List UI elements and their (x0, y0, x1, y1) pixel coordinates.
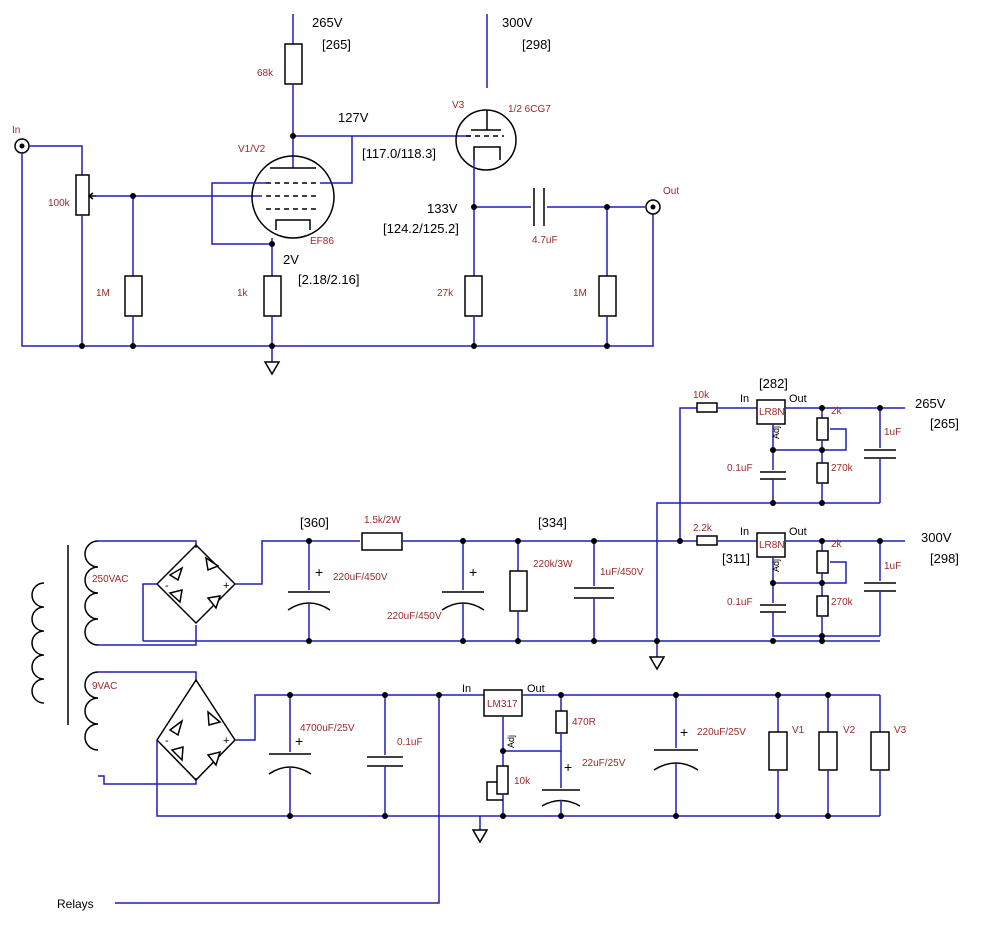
b-plus-300-measured: [298] (522, 37, 551, 52)
reg2-out-label: Out (789, 526, 807, 538)
lm317-part-label: LM317 (487, 699, 518, 710)
hv-cap1-label: 220uF/450V (333, 572, 388, 583)
reg1-adj-label: Adj (771, 426, 781, 439)
output-label: Out (663, 186, 679, 197)
rectifier-voltage-measured: [360] (300, 515, 329, 530)
heater-v2-label: V2 (843, 725, 856, 736)
heater-supply: -+ + + + 9VAC 4700uF/25 (57, 671, 907, 911)
reg2-in-label: In (740, 526, 749, 538)
tube-v1v2-label: V1/V2 (238, 144, 266, 155)
plate-voltage-measured: [117.0/118.3] (362, 146, 436, 161)
lv-cap1-label: 4700uF/25V (300, 723, 355, 734)
tube-6cg7-label: 1/2 6CG7 (508, 104, 551, 115)
heater-v1-label: V1 (792, 725, 805, 736)
input-label: In (12, 125, 20, 136)
hv-cap2-label: 220uF/450V (387, 611, 442, 622)
reg1-output-measured: [265] (930, 416, 959, 431)
svg-text:+: + (315, 564, 323, 580)
reg1-set-resistor-label: 270k (831, 463, 854, 474)
reg2-input-measured: [311] (722, 551, 750, 566)
hv-power-supply: - + + + (31, 376, 959, 751)
svg-text:+: + (295, 733, 303, 749)
reg1-out-cap-label: 1uF (884, 427, 901, 438)
reg1-resistor-label: 10k (693, 390, 710, 401)
lm317-adj-cap-label: 22uF/25V (582, 758, 626, 769)
reg2-set-resistor-label: 270k (831, 597, 854, 608)
reg2-cap-label: 0.1uF (727, 597, 753, 608)
heater-v3-label: V3 (894, 725, 907, 736)
reg2-out-cap-label: 1uF (884, 561, 901, 572)
follower-resistor-label: 27k (437, 288, 454, 299)
svg-text:+: + (564, 759, 572, 775)
tube-v3-label: V3 (452, 100, 465, 111)
svg-text:+: + (469, 564, 477, 580)
pot-100k-label: 100k (48, 198, 71, 209)
filter-voltage-measured: [334] (538, 515, 567, 530)
bleeder-label: 220k/3W (533, 559, 573, 570)
lm317-resistor-label: 470R (572, 717, 596, 728)
cathode-voltage-label: 2V (283, 252, 299, 267)
svg-text:+: + (223, 735, 229, 747)
hv-secondary-label: 250VAC (92, 574, 129, 585)
reg2-adj-label: Adj (771, 559, 781, 572)
output-resistor-label: 1M (573, 288, 587, 299)
svg-text:+: + (680, 724, 688, 740)
follower-voltage-label: 133V (427, 201, 458, 216)
cathode-voltage-measured: [2.18/2.16] (298, 272, 359, 287)
reg1-in-label: In (740, 393, 749, 405)
reg1-output-label: 265V (915, 396, 946, 411)
b-plus-265-label: 265V (312, 15, 343, 30)
plate-voltage-label: 127V (338, 110, 369, 125)
b-plus-300-label: 300V (502, 15, 533, 30)
reg2-trim-label: 2k (831, 539, 843, 550)
reg2-output-label: 300V (921, 530, 952, 545)
amplifier-stage: In Out 265V [265] 300V [298] 68k 127V [1… (12, 14, 679, 376)
svg-text:-: - (165, 735, 169, 747)
lv-secondary-label: 9VAC (92, 681, 117, 692)
reg1-out-label: Out (789, 393, 807, 405)
grid-resistor-label: 1M (96, 288, 110, 299)
reg1-cap-label: 0.1uF (727, 463, 753, 474)
reg2-part-label: LR8N (759, 540, 785, 551)
coupling-cap-label: 4.7uF (532, 235, 558, 246)
cathode-resistor-label: 1k (237, 288, 249, 299)
reg1-part-label: LR8N (759, 407, 785, 418)
svg-text:-: - (165, 580, 169, 592)
lv-out-cap-label: 220uF/25V (697, 727, 746, 738)
reg1-trim-label: 2k (831, 406, 843, 417)
b-plus-265-measured: [265] (322, 37, 351, 52)
tube-ef86-label: EF86 (310, 236, 334, 247)
dropping-resistor-label: 1.5k/2W (364, 515, 401, 526)
lm317-in-label: In (462, 683, 471, 695)
reg2-output-measured: [298] (930, 551, 959, 566)
lv-cap2-label: 0.1uF (397, 737, 423, 748)
svg-text:+: + (223, 580, 229, 592)
follower-voltage-measured: [124.2/125.2] (383, 221, 459, 236)
plate-resistor-label: 68k (257, 68, 274, 79)
lm317-pot-label: 10k (514, 776, 531, 787)
lm317-out-label: Out (527, 683, 545, 695)
lm317-adj-label: Adj (506, 735, 516, 748)
hv-cap3-label: 1uF/450V (600, 567, 644, 578)
relays-label: Relays (57, 897, 94, 911)
reg1-input-measured: [282] (759, 376, 788, 391)
reg2-resistor-label: 2.2k (693, 523, 713, 534)
